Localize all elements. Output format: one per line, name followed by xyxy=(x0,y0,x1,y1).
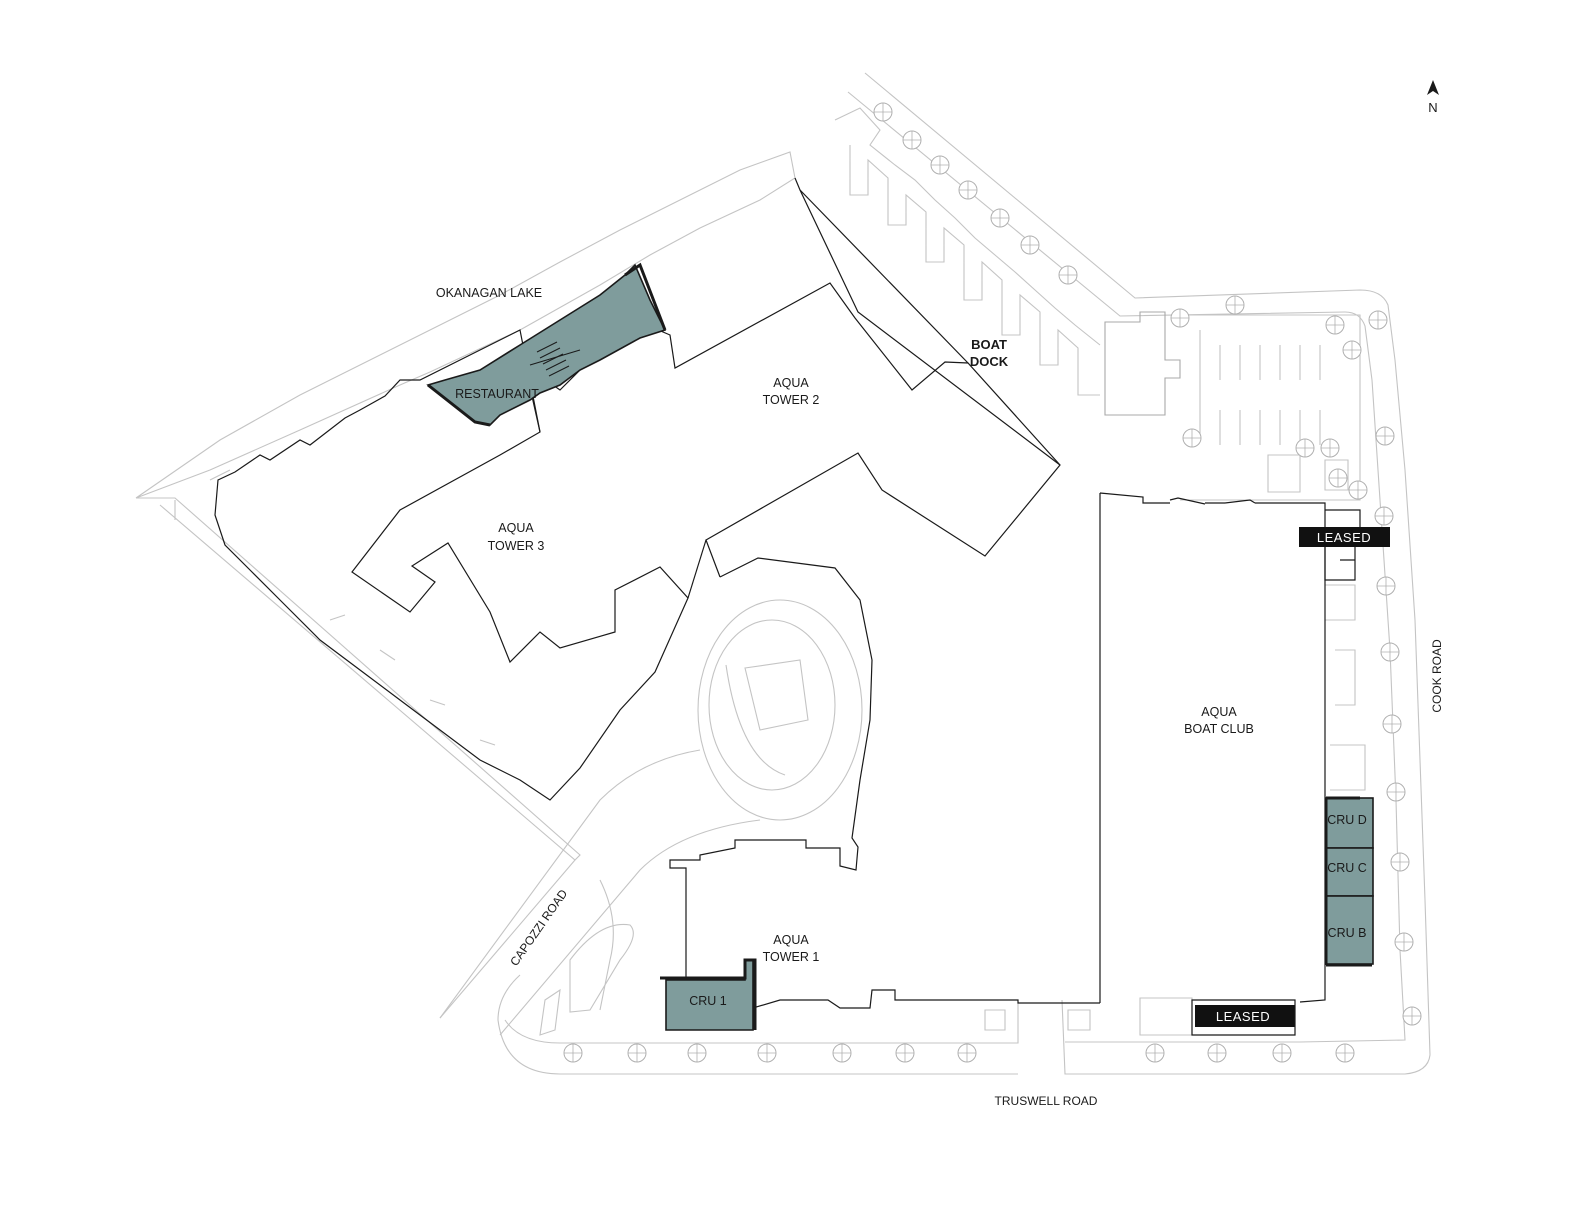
cook-road-label: COOK ROAD xyxy=(1430,639,1444,713)
leased-south-label: LEASED xyxy=(1216,1009,1270,1024)
restaurant-unit[interactable] xyxy=(426,262,667,427)
tower-3-outline xyxy=(214,329,689,801)
boat-club-outline xyxy=(1099,492,1326,1003)
tower-1-label-line1: AQUA xyxy=(773,933,809,947)
tower-1-outline xyxy=(669,557,1100,1009)
lake-label: OKANAGAN LAKE xyxy=(436,286,542,300)
tower-2-label-line2: TOWER 2 xyxy=(763,393,820,407)
north-arrow: N xyxy=(1427,80,1439,115)
truswell-road-label: TRUSWELL ROAD xyxy=(995,1094,1098,1108)
labels: OKANAGAN LAKE AQUA TOWER 3 AQUA TOWER 2 … xyxy=(436,286,1444,1108)
leased-north-tag xyxy=(1299,509,1390,581)
boat-dock-label-line1: BOAT xyxy=(971,337,1007,352)
building-outlines xyxy=(214,177,1326,1009)
cru-east-units[interactable] xyxy=(1324,796,1374,967)
north-arrow-icon xyxy=(1427,80,1439,95)
cru-c-unit xyxy=(1325,847,1374,897)
cru-c-label: CRU C xyxy=(1327,861,1367,875)
cru-1-label: CRU 1 xyxy=(689,994,727,1008)
tower-1-label-line2: TOWER 1 xyxy=(763,950,820,964)
street-trees xyxy=(563,102,1422,1063)
cru-b-label: CRU B xyxy=(1328,926,1367,940)
context-lines xyxy=(135,72,1431,1075)
tower-3-label-line1: AQUA xyxy=(498,521,534,535)
cru-d-unit xyxy=(1325,797,1374,849)
leased-north-label: LEASED xyxy=(1317,530,1371,545)
restaurant-label: RESTAURANT xyxy=(455,387,539,401)
north-label: N xyxy=(1428,100,1437,115)
cru-b-unit xyxy=(1325,895,1374,965)
tower-2-label-line1: AQUA xyxy=(773,376,809,390)
boat-club-label-line2: BOAT CLUB xyxy=(1184,722,1254,736)
boat-club-label-line1: AQUA xyxy=(1201,705,1237,719)
boat-dock-label-line2: DOCK xyxy=(970,354,1009,369)
cru-1-unit[interactable] xyxy=(660,958,757,1031)
tower-3-label-line2: TOWER 3 xyxy=(488,539,545,553)
cru-d-label: CRU D xyxy=(1327,813,1367,827)
leased-south-tag xyxy=(1191,999,1296,1036)
